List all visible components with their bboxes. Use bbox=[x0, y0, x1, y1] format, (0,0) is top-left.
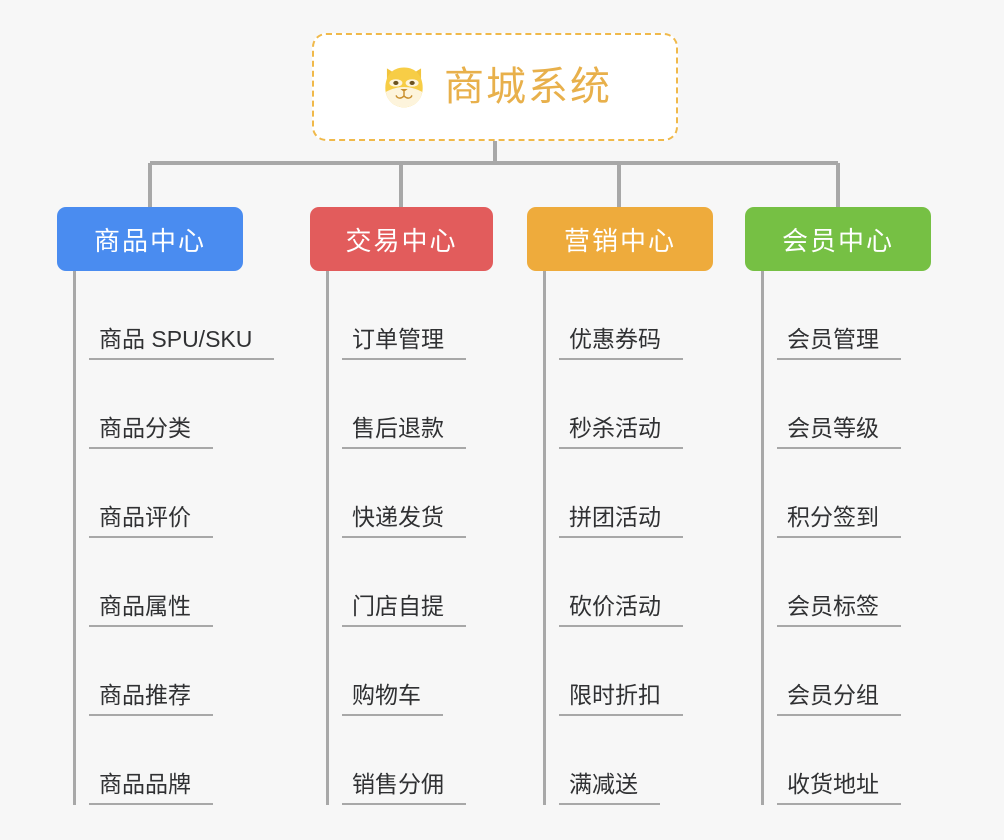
leaf-label: 收货地址 bbox=[777, 771, 901, 805]
leaf-label: 商品属性 bbox=[89, 593, 213, 627]
leaf-label: 会员标签 bbox=[777, 593, 901, 627]
branch-header-marketing-center[interactable]: 营销中心 bbox=[527, 207, 713, 271]
branch-header-trade-center[interactable]: 交易中心 bbox=[310, 207, 493, 271]
leaf-list-marketing-center: 优惠券码 秒杀活动 拼团活动 砍价活动 限时折扣 满减送 bbox=[527, 271, 777, 805]
leaf-item[interactable]: 会员标签 bbox=[745, 538, 995, 627]
leaf-item[interactable]: 会员分组 bbox=[745, 627, 995, 716]
branch-header-member-center[interactable]: 会员中心 bbox=[745, 207, 931, 271]
branch-member-center: 会员中心 会员管理 会员等级 积分签到 会员标签 会员分组 收货地址 bbox=[745, 207, 995, 805]
leaf-item[interactable]: 秒杀活动 bbox=[527, 360, 777, 449]
leaf-label: 会员等级 bbox=[777, 415, 901, 449]
leaf-item[interactable]: 商品 SPU/SKU bbox=[57, 271, 317, 360]
leaf-label: 售后退款 bbox=[342, 415, 466, 449]
leaf-label: 商品评价 bbox=[89, 504, 213, 538]
leaf-item[interactable]: 拼团活动 bbox=[527, 449, 777, 538]
branch-marketing-center: 营销中心 优惠券码 秒杀活动 拼团活动 砍价活动 限时折扣 满减送 bbox=[527, 207, 777, 805]
leaf-list-product-center: 商品 SPU/SKU 商品分类 商品评价 商品属性 商品推荐 商品品牌 bbox=[57, 271, 317, 805]
leaf-label: 商品品牌 bbox=[89, 771, 213, 805]
leaf-list-trade-center: 订单管理 售后退款 快递发货 门店自提 购物车 销售分佣 bbox=[310, 271, 560, 805]
leaf-label: 砍价活动 bbox=[559, 593, 683, 627]
leaf-label: 商品推荐 bbox=[89, 682, 213, 716]
leaf-label: 销售分佣 bbox=[342, 771, 466, 805]
leaf-item[interactable]: 商品品牌 bbox=[57, 716, 317, 805]
leaf-item[interactable]: 砍价活动 bbox=[527, 538, 777, 627]
leaf-item[interactable]: 限时折扣 bbox=[527, 627, 777, 716]
leaf-item[interactable]: 会员管理 bbox=[745, 271, 995, 360]
leaf-item[interactable]: 售后退款 bbox=[310, 360, 560, 449]
leaf-item[interactable]: 订单管理 bbox=[310, 271, 560, 360]
leaf-label: 购物车 bbox=[342, 682, 443, 716]
leaf-item[interactable]: 商品推荐 bbox=[57, 627, 317, 716]
branch-trade-center: 交易中心 订单管理 售后退款 快递发货 门店自提 购物车 销售分佣 bbox=[310, 207, 560, 805]
leaf-label: 限时折扣 bbox=[559, 682, 683, 716]
branch-spine bbox=[543, 271, 546, 805]
leaf-item[interactable]: 商品分类 bbox=[57, 360, 317, 449]
leaf-item[interactable]: 收货地址 bbox=[745, 716, 995, 805]
leaf-label: 秒杀活动 bbox=[559, 415, 683, 449]
branch-spine bbox=[326, 271, 329, 805]
leaf-item[interactable]: 会员等级 bbox=[745, 360, 995, 449]
dog-face-icon bbox=[385, 67, 423, 108]
leaf-item[interactable]: 优惠券码 bbox=[527, 271, 777, 360]
leaf-label: 订单管理 bbox=[342, 326, 466, 360]
leaf-item[interactable]: 门店自提 bbox=[310, 538, 560, 627]
branch-product-center: 商品中心 商品 SPU/SKU 商品分类 商品评价 商品属性 商品推荐 商品品牌 bbox=[57, 207, 317, 805]
leaf-label: 会员管理 bbox=[777, 326, 901, 360]
branch-spine bbox=[73, 271, 76, 805]
leaf-label: 商品分类 bbox=[89, 415, 213, 449]
leaf-label: 快递发货 bbox=[342, 504, 466, 538]
branch-header-product-center[interactable]: 商品中心 bbox=[57, 207, 243, 271]
leaf-label: 商品 SPU/SKU bbox=[89, 326, 275, 360]
leaf-label: 会员分组 bbox=[777, 682, 901, 716]
leaf-item[interactable]: 积分签到 bbox=[745, 449, 995, 538]
leaf-item[interactable]: 销售分佣 bbox=[310, 716, 560, 805]
branch-spine bbox=[761, 271, 764, 805]
leaf-label: 积分签到 bbox=[777, 504, 901, 538]
leaf-item[interactable]: 商品评价 bbox=[57, 449, 317, 538]
leaf-item[interactable]: 购物车 bbox=[310, 627, 560, 716]
leaf-item[interactable]: 满减送 bbox=[527, 716, 777, 805]
leaf-list-member-center: 会员管理 会员等级 积分签到 会员标签 会员分组 收货地址 bbox=[745, 271, 995, 805]
leaf-item[interactable]: 商品属性 bbox=[57, 538, 317, 627]
leaf-label: 优惠券码 bbox=[559, 326, 683, 360]
leaf-label: 门店自提 bbox=[342, 593, 466, 627]
leaf-label: 拼团活动 bbox=[559, 504, 683, 538]
leaf-item[interactable]: 快递发货 bbox=[310, 449, 560, 538]
root-node[interactable]: 商城系统 bbox=[312, 33, 678, 141]
root-title: 商城系统 bbox=[444, 65, 612, 109]
leaf-label: 满减送 bbox=[559, 771, 660, 805]
